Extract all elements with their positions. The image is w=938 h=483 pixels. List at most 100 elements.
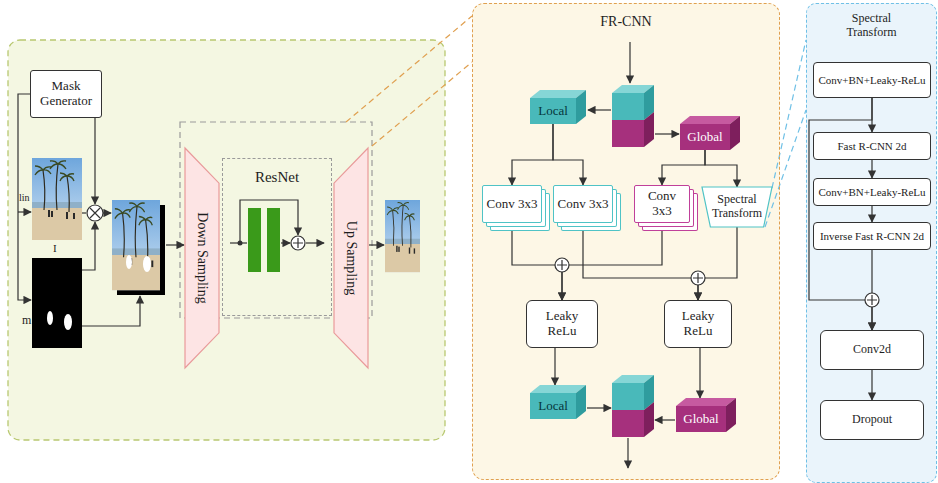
connector-arrow	[553, 124, 583, 185]
connector-arrow	[698, 227, 737, 300]
process-box: Mask Generator	[30, 70, 102, 118]
node-label: Leaky ReLu	[675, 309, 721, 339]
zoom-line	[772, 40, 806, 188]
connector-arrow	[871, 370, 872, 400]
sum-symbol	[293, 238, 303, 248]
node-label: Global	[676, 406, 726, 432]
cube-shape	[680, 116, 740, 124]
cube-shape	[730, 116, 740, 150]
split-tensor	[612, 120, 644, 147]
panel-ground	[472, 3, 780, 480]
node-label: Inverse Fast R-CNN 2d	[820, 230, 924, 243]
input-image	[32, 158, 82, 240]
wire	[281, 242, 290, 243]
zoom-line	[765, 110, 806, 227]
feature-cube: Global	[676, 398, 736, 432]
node-label: Conv+BN+Leaky-ReLu	[818, 186, 925, 199]
masked-image	[112, 200, 165, 295]
node-label: Up Sampling	[343, 221, 359, 295]
sum-symbol	[291, 236, 879, 307]
connector-arrow	[705, 150, 737, 187]
zoom-line	[372, 62, 472, 146]
activation-box: Leaky ReLu	[526, 300, 598, 348]
process-box: Fast R-CNN 2d	[813, 132, 931, 160]
panel-heading: FR-CNN	[566, 14, 686, 30]
node-label: Global	[680, 124, 730, 150]
node-label: Dropout	[852, 413, 892, 427]
zoom-line	[346, 16, 806, 227]
output-image	[385, 200, 420, 272]
connector-arrow	[699, 348, 700, 398]
sampling-trapezoid: Up Sampling	[334, 148, 368, 368]
wire	[82, 212, 86, 213]
sum-symbol	[865, 293, 879, 307]
connector-arrow	[512, 124, 553, 185]
wire	[655, 419, 675, 420]
multiply-symbol	[90, 208, 100, 218]
input-image	[32, 158, 82, 240]
terminal-label: lin	[19, 192, 30, 204]
shape-outline	[185, 148, 219, 368]
zoom-line	[346, 16, 472, 122]
wire	[587, 42, 679, 468]
wire	[369, 244, 384, 245]
node-label: Conv 3x3	[638, 189, 686, 219]
sum-symbol	[691, 271, 705, 285]
connector-arrow	[871, 206, 872, 222]
sum-symbol	[291, 236, 305, 250]
conv-stack: Conv 3x3	[553, 185, 613, 223]
sampling-trapezoid: Down Sampling	[185, 148, 219, 368]
node-label: Local	[530, 98, 576, 124]
cube-shape	[530, 393, 576, 419]
wire	[587, 407, 611, 408]
node-label: Conv+BN+Leaky-ReLu	[818, 74, 925, 87]
node-label: Leaky ReLu	[539, 309, 585, 339]
feature-cube: Global	[680, 116, 740, 150]
wire	[588, 109, 611, 110]
cube-shape	[576, 90, 586, 124]
process-box: Inverse Fast R-CNN 2d	[813, 222, 931, 250]
terminal-label: m	[22, 314, 31, 328]
mask-image	[64, 314, 72, 330]
sum-symbol	[555, 258, 569, 272]
resnet-group: ResNet	[222, 158, 332, 316]
mask-image	[47, 311, 53, 325]
split-tensor	[612, 93, 644, 120]
sum-symbol	[557, 260, 567, 270]
process-box: Dropout	[820, 400, 924, 440]
wire	[655, 133, 679, 134]
sum-symbol	[691, 271, 705, 285]
feature-cube: Local	[530, 385, 586, 419]
panel-ground	[8, 40, 445, 440]
residual-block	[248, 208, 261, 272]
connector-arrow	[554, 348, 555, 385]
output-image	[385, 200, 420, 272]
panel-heading: Spectral Transform	[832, 12, 912, 40]
split-tensor	[612, 85, 654, 147]
cube-shape	[576, 385, 586, 419]
connector-arrow	[871, 160, 872, 178]
cube-shape	[676, 398, 736, 406]
merged-tensor	[612, 410, 644, 437]
panel-ground	[806, 3, 937, 483]
transform-trapezoid: Spectral Transform	[702, 187, 772, 227]
node-label: Fast R-CNN 2d	[837, 140, 906, 153]
wire	[82, 222, 95, 270]
split-tensor	[644, 112, 654, 147]
cube-shape	[726, 398, 736, 432]
feature-cube: Local	[530, 90, 586, 124]
wire	[629, 42, 630, 83]
conv-stack: Conv 3x3	[634, 185, 690, 223]
wire	[18, 211, 31, 212]
sum-symbol	[555, 258, 569, 272]
masked-image	[143, 256, 151, 272]
shape-outline	[702, 187, 772, 227]
node-label: Mask Generator	[39, 79, 93, 109]
node-label: Local	[530, 393, 576, 419]
node-label: Conv2d	[853, 343, 891, 357]
cube-shape	[530, 98, 576, 124]
